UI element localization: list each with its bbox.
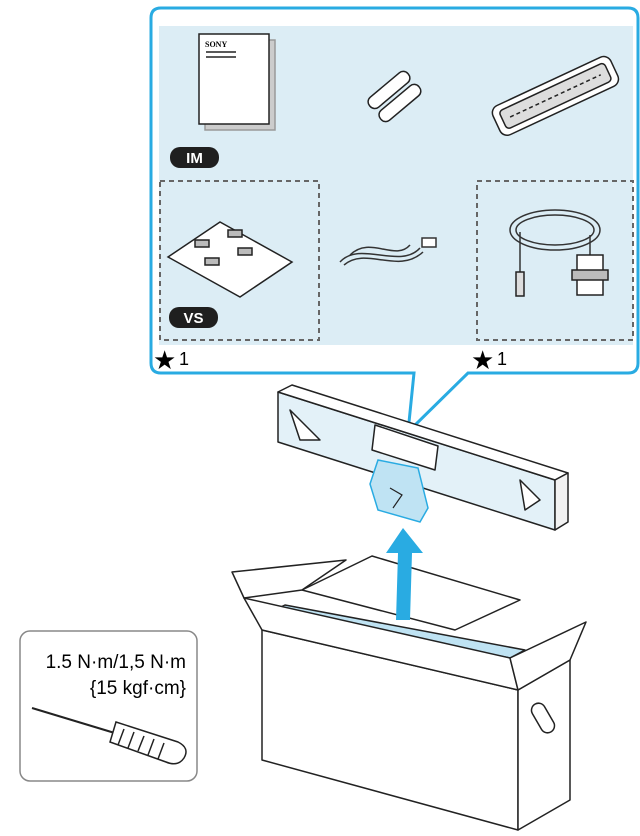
carton-handle xyxy=(530,702,556,734)
vs-badge xyxy=(169,307,218,328)
im-badge-label: IM xyxy=(186,150,203,167)
vga-cable-icon xyxy=(509,209,609,297)
optional-item-frame-left xyxy=(159,180,320,341)
note-marker-right-number: 1 xyxy=(497,349,507,369)
torque-line-2: {15 kgf·cm} xyxy=(90,678,186,699)
carton-top-flap-right xyxy=(509,621,587,691)
batteries-icon xyxy=(367,70,422,123)
ac-power-cord-icon xyxy=(339,237,437,266)
torque-card: 1.5 N·m/1,5 N·m {15 kgf·cm} xyxy=(19,630,198,782)
torque-line-1: 1.5 N·m/1,5 N·m xyxy=(46,652,186,673)
manual-brand: SONY xyxy=(205,40,227,49)
note-marker-left-number: 1 xyxy=(179,349,189,369)
remote-control-icon xyxy=(491,55,620,136)
screws-icon xyxy=(166,221,294,298)
note-marker-left-star: ★ xyxy=(153,346,176,376)
vs-badge-label: VS xyxy=(183,310,203,327)
optional-item-frame-right xyxy=(476,180,634,341)
accessory-box-icon xyxy=(277,384,569,531)
shipping-carton-icon xyxy=(231,555,587,831)
im-badge xyxy=(170,147,219,168)
manual-icon xyxy=(198,33,276,131)
accessory-bag xyxy=(369,459,429,523)
lift-arrow-icon xyxy=(386,528,423,620)
note-marker-right-star: ★ xyxy=(471,346,494,376)
screwdriver-icon xyxy=(31,707,187,765)
